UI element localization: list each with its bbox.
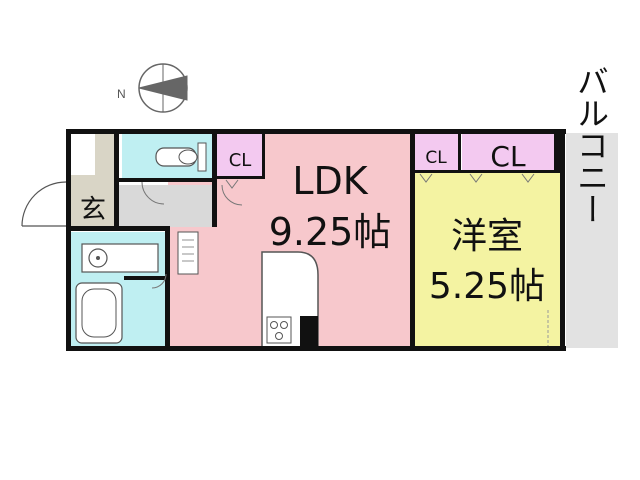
closet-western-small-label: CL	[425, 148, 447, 168]
toilet-icon	[155, 142, 207, 172]
balcony-label: バルコニー	[572, 65, 610, 225]
bathtub-icon	[75, 282, 123, 344]
western-room-size: 5.25帖	[429, 266, 545, 307]
closet-ldk	[217, 133, 263, 178]
ldk-size: 9.25帖	[269, 210, 392, 254]
balcony-area	[566, 133, 618, 348]
entrance-area	[70, 175, 116, 227]
ldk-door	[221, 184, 243, 206]
closet-door-marks	[225, 173, 535, 189]
walls	[66, 129, 566, 351]
entrance-label: 玄	[80, 195, 106, 225]
entrance-door	[21, 181, 67, 227]
corridor-area	[116, 185, 212, 227]
washing-machine-icon	[177, 231, 199, 275]
ldk-name: LDK	[292, 159, 368, 203]
closet-western-large	[462, 133, 558, 171]
closet-western-small	[414, 133, 459, 171]
toilet-door	[141, 181, 165, 205]
entrance-storage	[70, 133, 86, 175]
closet-ldk-label: CL	[229, 150, 252, 171]
western-room	[414, 172, 562, 348]
western-room-name: 洋室	[451, 216, 523, 257]
shoe-cabinet	[95, 133, 114, 175]
bath-door	[151, 273, 167, 289]
compass-north-label: N	[117, 87, 126, 101]
compass-icon	[138, 63, 188, 113]
washbasin-icon	[81, 243, 159, 273]
stove-icon	[266, 316, 292, 344]
closet-western-large-label: CL	[490, 140, 526, 173]
